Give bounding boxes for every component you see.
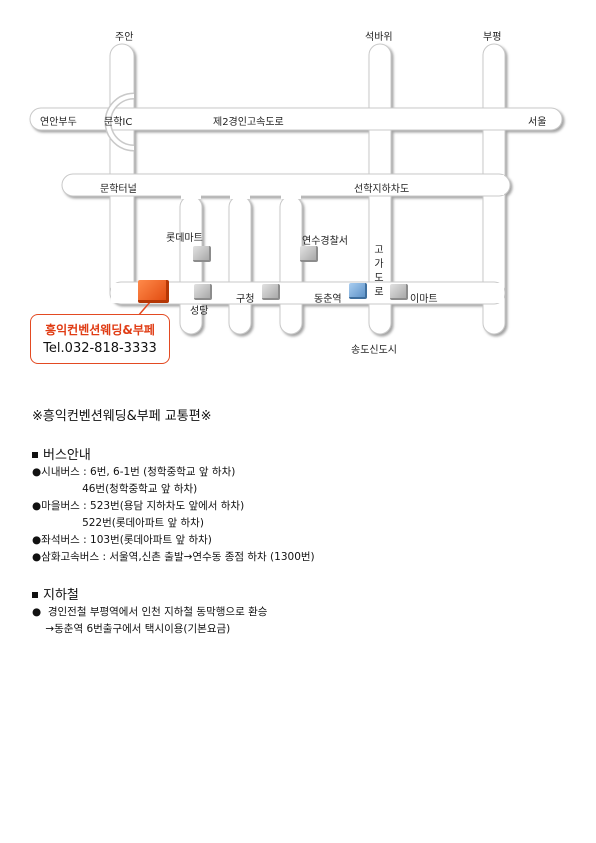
label-police: 연수경찰서	[302, 236, 348, 247]
police-building	[300, 246, 318, 262]
label-seonhak-underpass: 선학지하차도	[354, 184, 410, 195]
square-bullet-icon	[32, 451, 38, 458]
dongchun-station	[349, 283, 367, 299]
bus-line-3: ●마을버스 : 523번(용담 지하차도 앞에서 하차)	[32, 500, 245, 512]
bus-line-2: 46번(청학중학교 앞 하차)	[32, 483, 198, 495]
label-emart: 이마트	[410, 294, 438, 305]
venue-tel: Tel.032-818-3333	[43, 341, 157, 356]
label-seokbawi: 석바위	[365, 32, 393, 43]
bus-line-5: ●좌석버스 : 103번(롯데아파트 앞 하차)	[32, 534, 212, 546]
label-juan: 주안	[115, 32, 134, 43]
road-v3	[279, 195, 303, 335]
overpass-char-3: 도	[374, 273, 384, 284]
location-map: 주안 석바위 부평 연안부두 문학IC 제2경인고속도로 서울 문학터널 선학지…	[0, 0, 596, 380]
overpass-char-2: 가	[374, 259, 384, 270]
label-munhak-ic: 문학IC	[104, 117, 133, 128]
label-gucheong: 구청	[236, 294, 255, 305]
subway-line-1: ● 경인전철 부평역에서 인천 지하철 동막행으로 환승	[32, 606, 268, 618]
overpass-char-4: 로	[374, 287, 384, 298]
transport-heading: ※흥익컨벤션웨딩&부페 교통편※	[32, 409, 212, 424]
road-bottom	[109, 281, 506, 305]
subway-section-title: 지하철	[32, 584, 79, 603]
subway-title-text: 지하철	[43, 588, 79, 603]
venue-callout: 흥익컨벤션웨딩&부페 Tel.032-818-3333	[30, 314, 170, 364]
subway-line-2: →동춘역 6번출구에서 택시이용(기본요금)	[32, 623, 231, 635]
label-overpass: 고 가 도 로	[373, 244, 385, 300]
label-yeonan-budu: 연안부두	[40, 117, 77, 128]
venue-name: 흥익컨벤션웨딩&부페	[45, 323, 155, 337]
callout-pointer	[137, 301, 151, 317]
label-church: 성당	[190, 306, 209, 317]
bus-line-6: ●삼화고속버스 : 서울역,신촌 출발→연수동 종점 하차 (1300번)	[32, 551, 315, 563]
bus-line-4: 522번(롯데아파트 앞 하차)	[32, 517, 204, 529]
venue-marker	[138, 280, 169, 303]
emart-building	[390, 284, 408, 300]
church-building	[194, 284, 212, 300]
bus-title-text: 버스안내	[43, 448, 91, 463]
road-highway	[29, 107, 563, 131]
gucheong-building	[262, 284, 280, 300]
label-songdo: 송도신도시	[351, 345, 397, 356]
bus-line-1: ●시내버스 : 6번, 6-1번 (청학중학교 앞 하차)	[32, 466, 236, 478]
overpass-char-1: 고	[374, 245, 384, 256]
label-dongchun: 동춘역	[314, 294, 342, 305]
label-bupyeong: 부평	[483, 32, 502, 43]
lotte-mart-building	[193, 246, 211, 262]
label-seoul: 서울	[528, 117, 547, 128]
road-v2	[228, 195, 252, 335]
bus-section-title: 버스안내	[32, 444, 91, 463]
label-munhak-tunnel: 문학터널	[100, 184, 137, 195]
square-bullet-icon	[32, 591, 38, 598]
label-highway: 제2경인고속도로	[213, 117, 284, 128]
label-lotte-mart: 롯데마트	[166, 233, 203, 244]
